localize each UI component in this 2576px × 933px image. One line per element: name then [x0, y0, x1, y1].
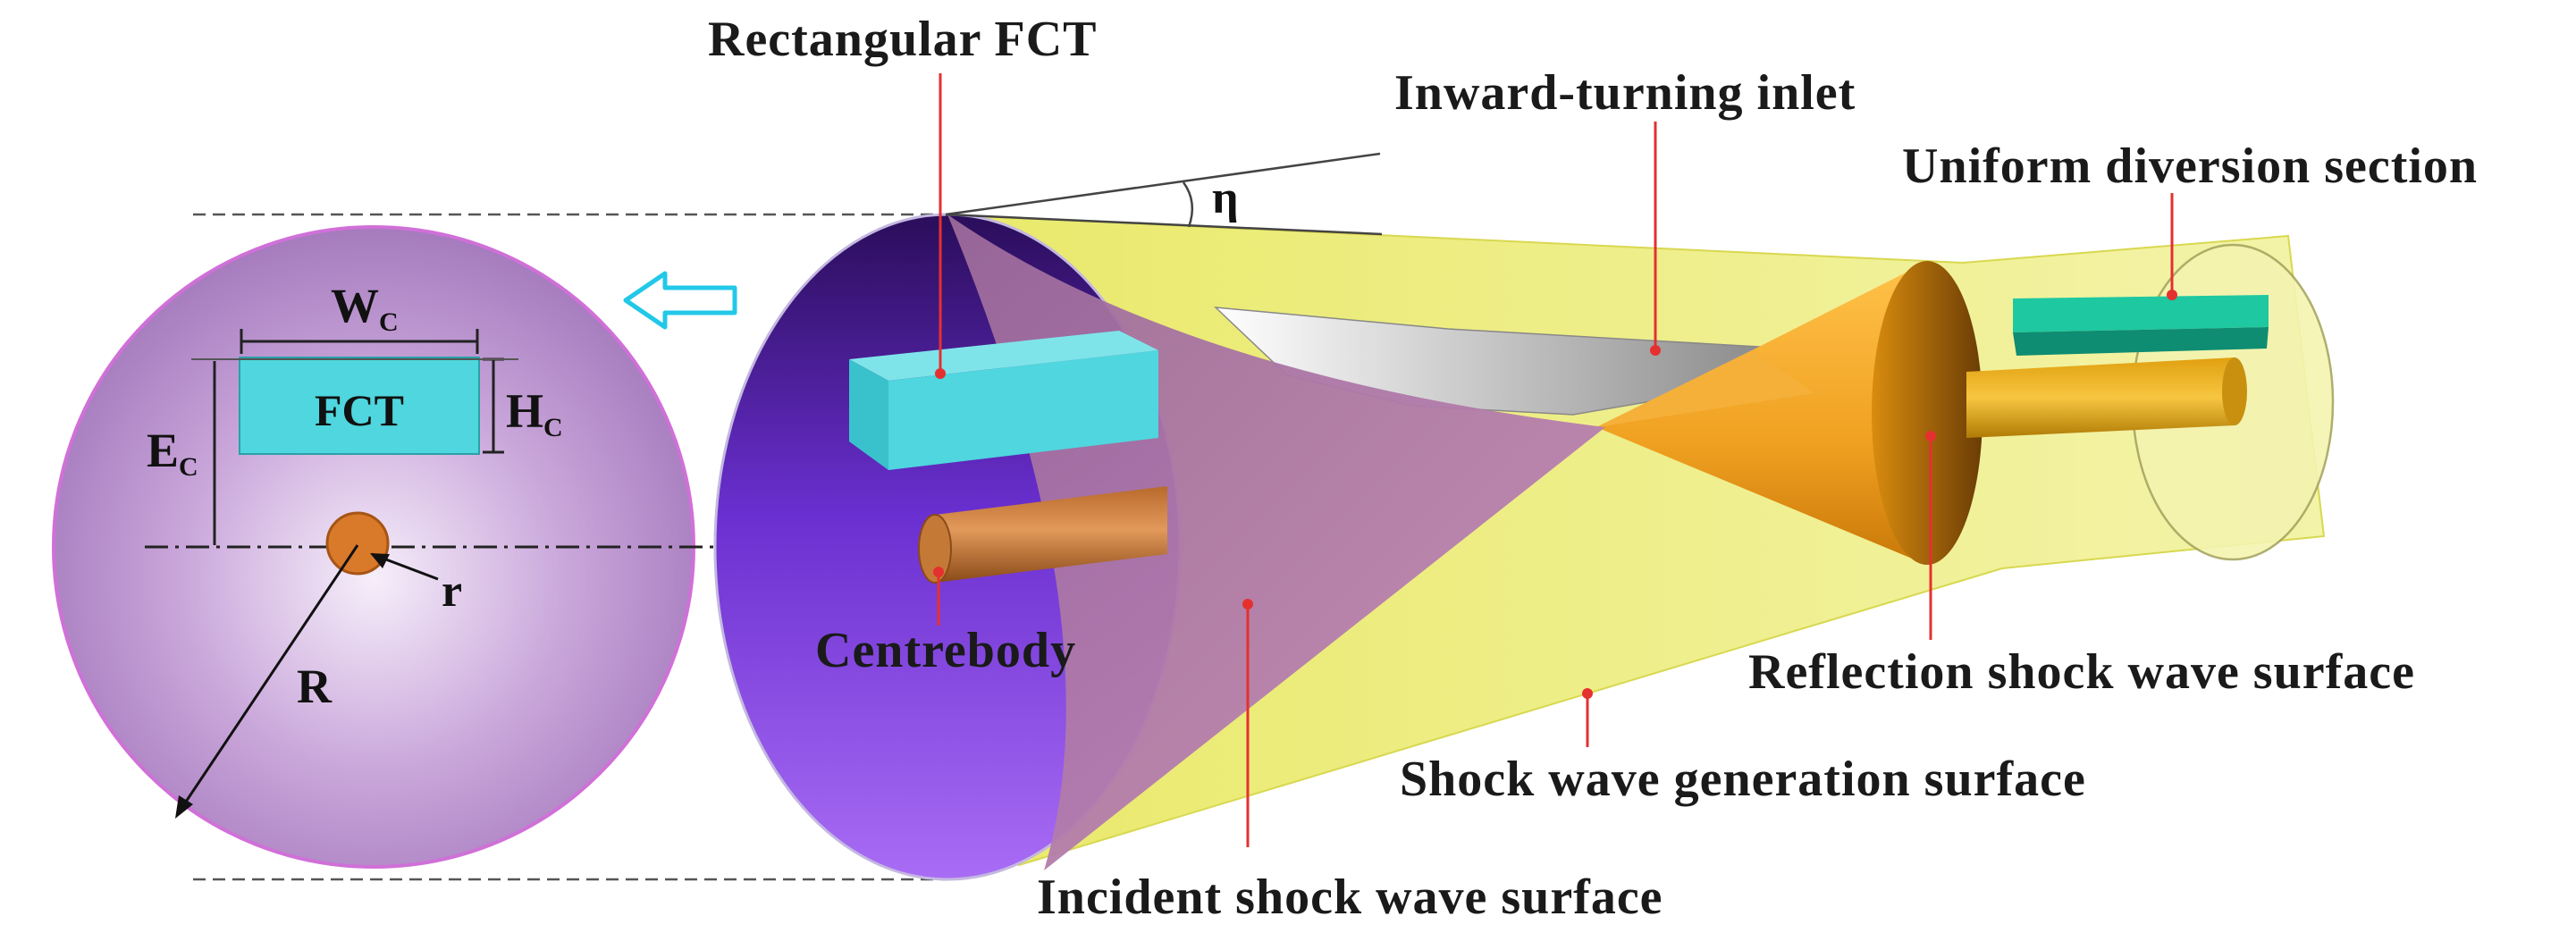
inlet-3d-view: η: [713, 152, 2335, 881]
wc-label: WC: [331, 279, 399, 337]
eta-reference-line: [945, 152, 1381, 216]
leader-dot-centrebody: [933, 567, 944, 577]
label-inward-turning-inlet: Inward-turning inlet: [1394, 65, 1856, 121]
diversion-rod-end: [2222, 357, 2247, 425]
leader-dot-reflection: [1925, 431, 1936, 441]
centrebody-rod: [935, 486, 1167, 583]
fct-rectangle: [239, 357, 480, 455]
leader-dot-incident: [1242, 599, 1253, 609]
label-uniform-diversion-section: Uniform diversion section: [1902, 139, 2478, 194]
reflection-shock-cone-front: [1596, 263, 1927, 565]
eta-arc: [1182, 181, 1194, 228]
r-arrowhead: [370, 553, 390, 568]
reflection-cone-base: [1872, 261, 1983, 565]
cross-section-view: FCT WC HC EC r R: [52, 225, 930, 869]
diversion-box-side: [2013, 327, 2269, 356]
leader-dot-inlet: [1650, 345, 1661, 356]
eta-surface-line: [945, 213, 1383, 236]
fct-label: FCT: [315, 385, 404, 435]
eta-symbol: η: [1212, 172, 1239, 223]
centrebody-section: [325, 511, 390, 576]
leader-dot-diversion: [2167, 290, 2177, 300]
r-small-label: r: [442, 566, 462, 617]
label-centrebody: Centrebody: [815, 623, 1076, 678]
radius-line: [175, 544, 359, 816]
leader-lines: [933, 73, 2177, 847]
fct-box-face: [888, 350, 1158, 470]
reflection-shock-cone-tip: [1596, 350, 1814, 427]
r-big-label: R: [297, 660, 333, 713]
hc-label: HC: [506, 384, 563, 442]
label-reflection-shock: Reflection shock wave surface: [1748, 644, 2415, 700]
label-rectangular-fct: Rectangular FCT: [708, 12, 1098, 67]
leader-dot-fct: [935, 368, 946, 379]
view-arrow-icon: [623, 271, 737, 330]
diversion-box-top: [2013, 295, 2269, 332]
fct-box-front: [849, 359, 888, 470]
centrebody-rod-end: [918, 514, 952, 584]
diversion-rod: [1966, 357, 2235, 438]
label-shock-generation: Shock wave generation surface: [1400, 752, 2086, 807]
ec-label: EC: [147, 424, 198, 482]
label-incident-shock: Incident shock wave surface: [1037, 870, 1663, 925]
leader-dot-generation: [1582, 688, 1593, 699]
fct-box-top: [849, 331, 1158, 381]
radius-arrowhead: [175, 795, 193, 819]
